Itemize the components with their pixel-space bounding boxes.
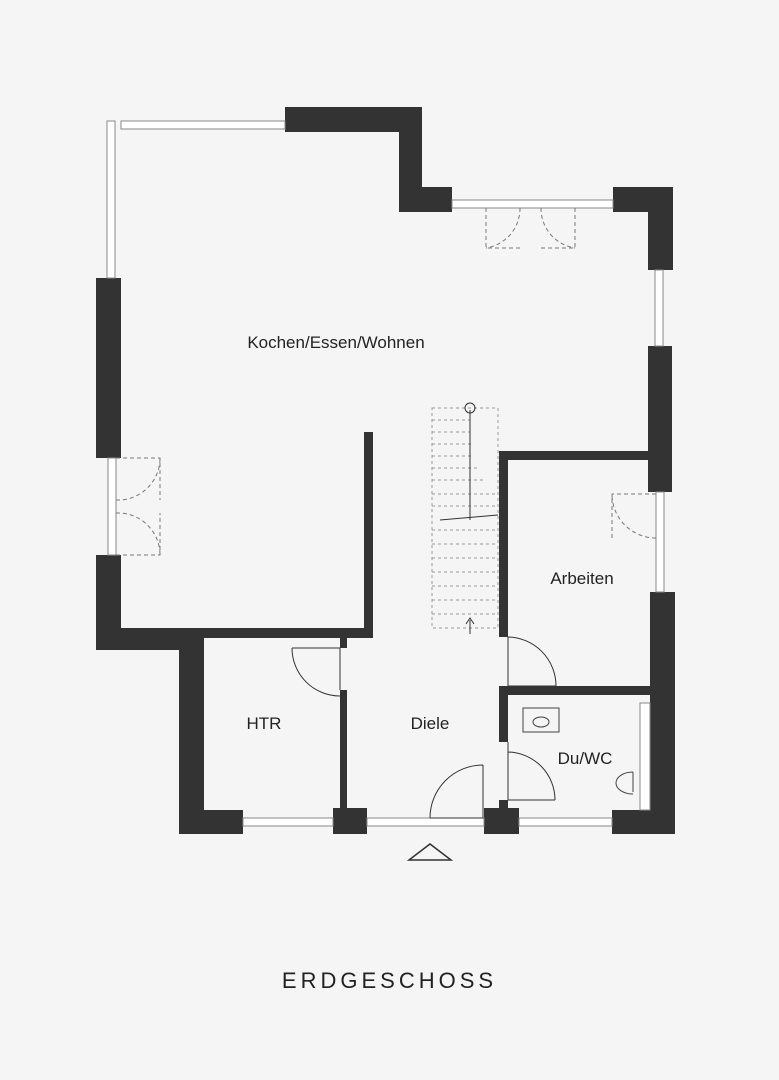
window-left-top	[106, 120, 116, 279]
window-htr-bottom	[242, 817, 334, 827]
door-entrance	[429, 764, 484, 819]
wall-right-upper	[648, 346, 672, 492]
window-left-door	[107, 457, 117, 556]
stair-treads-upper	[432, 419, 498, 507]
doors	[115, 207, 657, 819]
door-terrace-top	[485, 207, 576, 249]
bath-fixtures	[522, 707, 634, 795]
wall-top-right-corner	[613, 187, 673, 270]
room-label-du-wc: Du/WC	[558, 749, 613, 768]
stair-arrow-icon	[465, 617, 475, 634]
window-bath-right	[639, 702, 651, 811]
wall-bottom-pillar-left	[333, 808, 367, 834]
wall-left-upper	[96, 278, 121, 458]
wall-htr-diele	[340, 690, 347, 810]
exterior-walls	[96, 107, 675, 834]
room-label-kochen-essen-wohnen: Kochen/Essen/Wohnen	[247, 333, 424, 352]
room-label-htr: HTR	[247, 714, 282, 733]
door-arbeiten	[507, 636, 557, 687]
room-label-arbeiten: Arbeiten	[550, 569, 613, 588]
stair-divider	[439, 410, 499, 521]
wall-left-lower	[96, 555, 373, 834]
window-top-middle	[451, 199, 614, 209]
window-bath-bottom	[518, 817, 613, 827]
stair-start-marker	[464, 402, 476, 414]
door-arbeiten-window	[611, 493, 657, 539]
plan-title: ERDGESCHOSS	[281, 968, 498, 993]
wall-arbeiten-top	[499, 451, 648, 460]
wall-bath-left-low	[499, 800, 508, 810]
washbasin-icon	[522, 707, 560, 733]
wall-top-notch	[285, 107, 452, 212]
window-top-left	[120, 120, 286, 130]
window-entrance	[366, 817, 485, 827]
wall-htr-diele-top	[340, 638, 347, 648]
toilet-icon	[615, 771, 634, 795]
interior-walls	[340, 432, 650, 810]
wall-bottom-right-corner	[612, 592, 675, 834]
wall-living-divider	[364, 432, 373, 638]
door-htr	[291, 647, 341, 697]
stair-treads-lower	[432, 529, 498, 615]
room-labels: Kochen/Essen/Wohnen Arbeiten HTR Diele D…	[247, 333, 614, 768]
windows	[106, 120, 665, 827]
room-label-diele: Diele	[411, 714, 450, 733]
window-right-arbeiten	[655, 491, 665, 593]
wall-bath-left	[499, 686, 508, 742]
door-terrace-left	[115, 457, 161, 556]
entrance-triangle-icon	[406, 843, 454, 861]
washbasin-bowl	[532, 716, 550, 728]
window-right-upper	[654, 269, 664, 347]
wall-arbeiten-left	[499, 451, 508, 637]
door-bath	[507, 742, 556, 801]
staircase	[431, 402, 499, 634]
wall-arbeiten-bottom	[499, 686, 650, 695]
wall-bottom-pillar-right	[484, 808, 519, 834]
